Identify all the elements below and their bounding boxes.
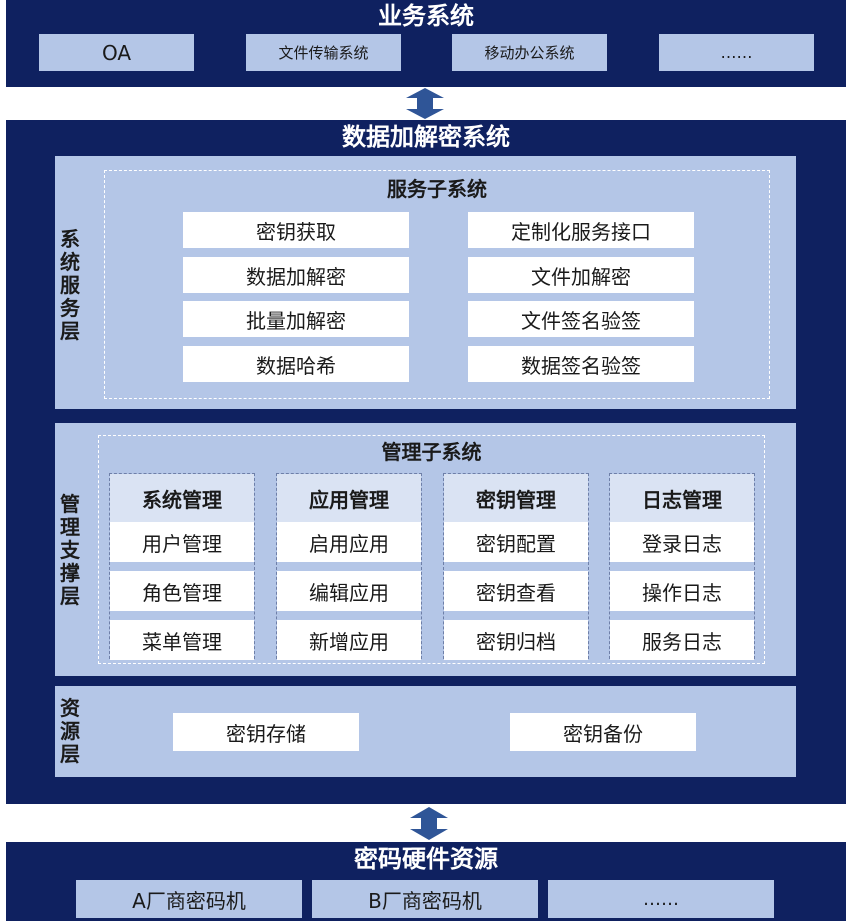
resource-layer-panel: 资源层 密钥存储 密钥备份 bbox=[55, 686, 796, 777]
service-item: 数据哈希 bbox=[183, 346, 409, 382]
column-title: 系统管理 bbox=[110, 474, 254, 522]
column-item: 编辑应用 bbox=[277, 571, 421, 611]
column-item: 操作日志 bbox=[610, 571, 754, 611]
column-item: 新增应用 bbox=[277, 620, 421, 660]
double-arrow-icon bbox=[410, 807, 448, 840]
management-layer-panel: 管理支撑层 管理子系统 系统管理 用户管理 角色管理 菜单管理 应用管理 启用应… bbox=[55, 423, 796, 676]
management-subsystem-title: 管理子系统 bbox=[381, 440, 482, 464]
management-column-log: 日志管理 登录日志 操作日志 服务日志 bbox=[609, 473, 755, 660]
column-item: 密钥配置 bbox=[444, 522, 588, 562]
hardware-item-more: …… bbox=[548, 880, 774, 918]
management-column-system: 系统管理 用户管理 角色管理 菜单管理 bbox=[109, 473, 255, 660]
hardware-resource-title: 密码硬件资源 bbox=[354, 845, 498, 873]
column-item: 用户管理 bbox=[110, 522, 254, 562]
resource-item: 密钥存储 bbox=[173, 713, 359, 751]
hardware-item-vendor-b: B厂商密码机 bbox=[312, 880, 538, 918]
business-item-oa: OA bbox=[39, 34, 194, 71]
management-column-app: 应用管理 启用应用 编辑应用 新增应用 bbox=[276, 473, 422, 660]
resource-layer-label: 资源层 bbox=[60, 696, 80, 766]
service-item: 密钥获取 bbox=[183, 212, 409, 248]
service-item: 数据签名验签 bbox=[468, 346, 694, 382]
business-item-file-transfer: 文件传输系统 bbox=[246, 34, 401, 71]
service-layer-label: 系统服务层 bbox=[60, 227, 80, 343]
business-system-title: 业务系统 bbox=[378, 2, 474, 30]
column-item: 服务日志 bbox=[610, 620, 754, 660]
column-title: 应用管理 bbox=[277, 474, 421, 522]
column-item: 启用应用 bbox=[277, 522, 421, 562]
double-arrow-icon bbox=[406, 88, 444, 119]
service-item: 文件加解密 bbox=[468, 257, 694, 293]
business-item-mobile-office: 移动办公系统 bbox=[452, 34, 607, 71]
management-column-key: 密钥管理 密钥配置 密钥查看 密钥归档 bbox=[443, 473, 589, 660]
column-item: 角色管理 bbox=[110, 571, 254, 611]
service-subsystem-title: 服务子系统 bbox=[387, 177, 487, 201]
hardware-item-vendor-a: A厂商密码机 bbox=[76, 880, 302, 918]
hardware-resource-panel: 密码硬件资源 A厂商密码机 B厂商密码机 …… bbox=[6, 842, 846, 921]
crypto-system-panel: 数据加解密系统 系统服务层 服务子系统 密钥获取 定制化服务接口 数据加解密 文… bbox=[6, 120, 846, 804]
column-item: 密钥查看 bbox=[444, 571, 588, 611]
service-item: 文件签名验签 bbox=[468, 301, 694, 337]
column-title: 日志管理 bbox=[610, 474, 754, 522]
service-item: 批量加解密 bbox=[183, 301, 409, 337]
management-subsystem-frame: 管理子系统 bbox=[98, 435, 765, 664]
column-item: 密钥归档 bbox=[444, 620, 588, 660]
column-title: 密钥管理 bbox=[444, 474, 588, 522]
resource-item: 密钥备份 bbox=[510, 713, 696, 751]
column-item: 菜单管理 bbox=[110, 620, 254, 660]
management-layer-label: 管理支撑层 bbox=[60, 492, 80, 608]
business-system-panel: 业务系统 OA 文件传输系统 移动办公系统 …… bbox=[6, 0, 846, 87]
service-subsystem-frame: 服务子系统 bbox=[104, 170, 770, 399]
business-item-more: …… bbox=[659, 34, 814, 71]
service-item: 定制化服务接口 bbox=[468, 212, 694, 248]
service-item: 数据加解密 bbox=[183, 257, 409, 293]
service-layer-panel: 系统服务层 服务子系统 密钥获取 定制化服务接口 数据加解密 文件加解密 批量加… bbox=[55, 156, 796, 409]
crypto-system-title: 数据加解密系统 bbox=[342, 123, 510, 151]
column-item: 登录日志 bbox=[610, 522, 754, 562]
